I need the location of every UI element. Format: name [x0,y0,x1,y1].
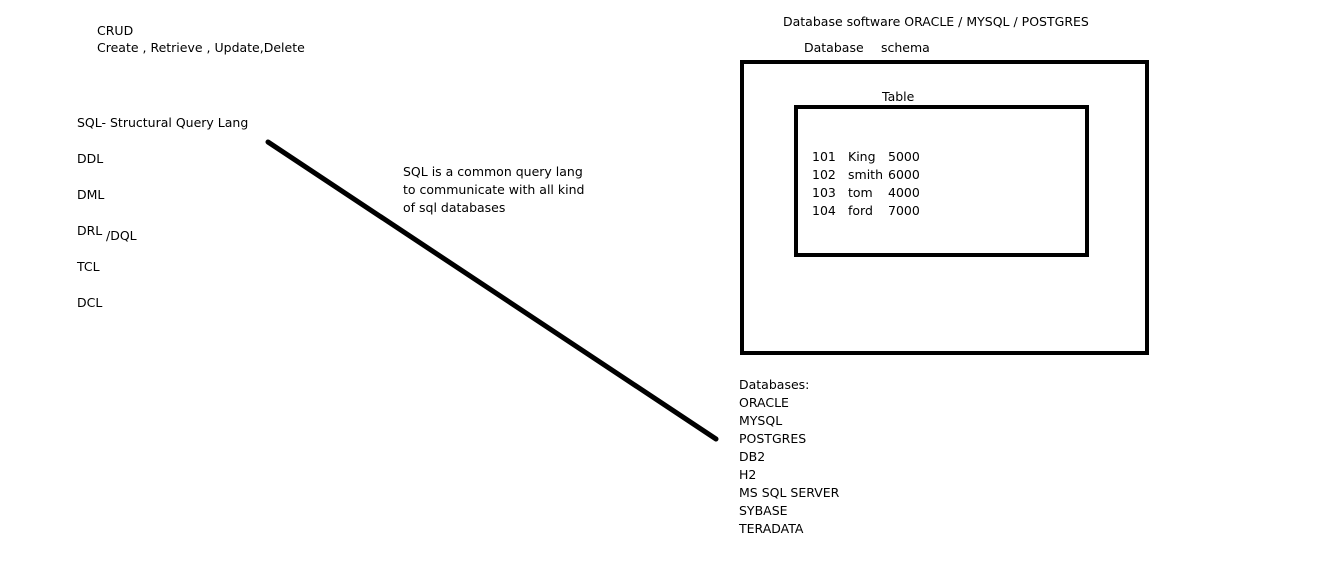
table-row: 102 smith 6000 [812,166,920,184]
database-item: ORACLE [739,395,789,410]
row-id: 101 [812,149,836,164]
table-row: 101 King 5000 [812,148,920,166]
row-id: 104 [812,203,836,218]
sql-item-tcl: TCL [77,259,100,274]
sql-item-ddl: DDL [77,151,104,166]
sql-item-drl: DRL [77,223,103,238]
databases-heading: Databases: [739,377,810,392]
row-salary: 7000 [888,203,920,218]
row-name: tom [848,185,873,200]
sql-note-line-1: SQL is a common query lang [403,164,583,179]
database-item: MS SQL SERVER [739,485,840,500]
table-rows: 101 King 5000 102 smith 6000 103 tom 4000 104 f… [812,148,920,220]
database-item: TERADATA [739,521,804,536]
database-label: Database [804,40,864,55]
row-id: 102 [812,167,836,182]
database-item: DB2 [739,449,766,464]
sql-item-drl-suffix: /DQL [106,228,137,243]
table-row: 104 ford 7000 [812,202,920,220]
row-id: 103 [812,185,836,200]
database-item: H2 [739,467,757,482]
sql-heading: SQL- Structural Query Lang [77,115,249,130]
sql-note: SQL is a common query lang to communicat… [403,163,584,217]
crud-title: CRUD [97,23,134,38]
row-salary: 6000 [888,167,920,182]
sql-note-line-3: of sql databases [403,200,506,215]
schema-label: schema [881,40,930,55]
table-label: Table [882,89,915,104]
row-name: smith [848,167,883,182]
row-salary: 5000 [888,149,920,164]
software-title: Database software ORACLE / MYSQL / POSTG… [783,14,1089,29]
sql-note-line-2: to communicate with all kind [403,182,585,197]
table-row: 103 tom 4000 [812,184,920,202]
sql-item-dml: DML [77,187,105,202]
row-salary: 4000 [888,185,920,200]
database-item: POSTGRES [739,431,807,446]
databases-list: Databases: ORACLE MYSQL POSTGRES DB2 H2 … [739,376,839,538]
connector-stroke [265,139,719,442]
sql-item-dcl: DCL [77,295,103,310]
table-box [794,105,1089,257]
row-name: King [848,149,876,164]
database-box [740,60,1149,355]
row-name: ford [848,203,873,218]
database-item: MYSQL [739,413,783,428]
database-item: SYBASE [739,503,788,518]
crud-expansion: Create , Retrieve , Update,Delete [97,40,305,55]
